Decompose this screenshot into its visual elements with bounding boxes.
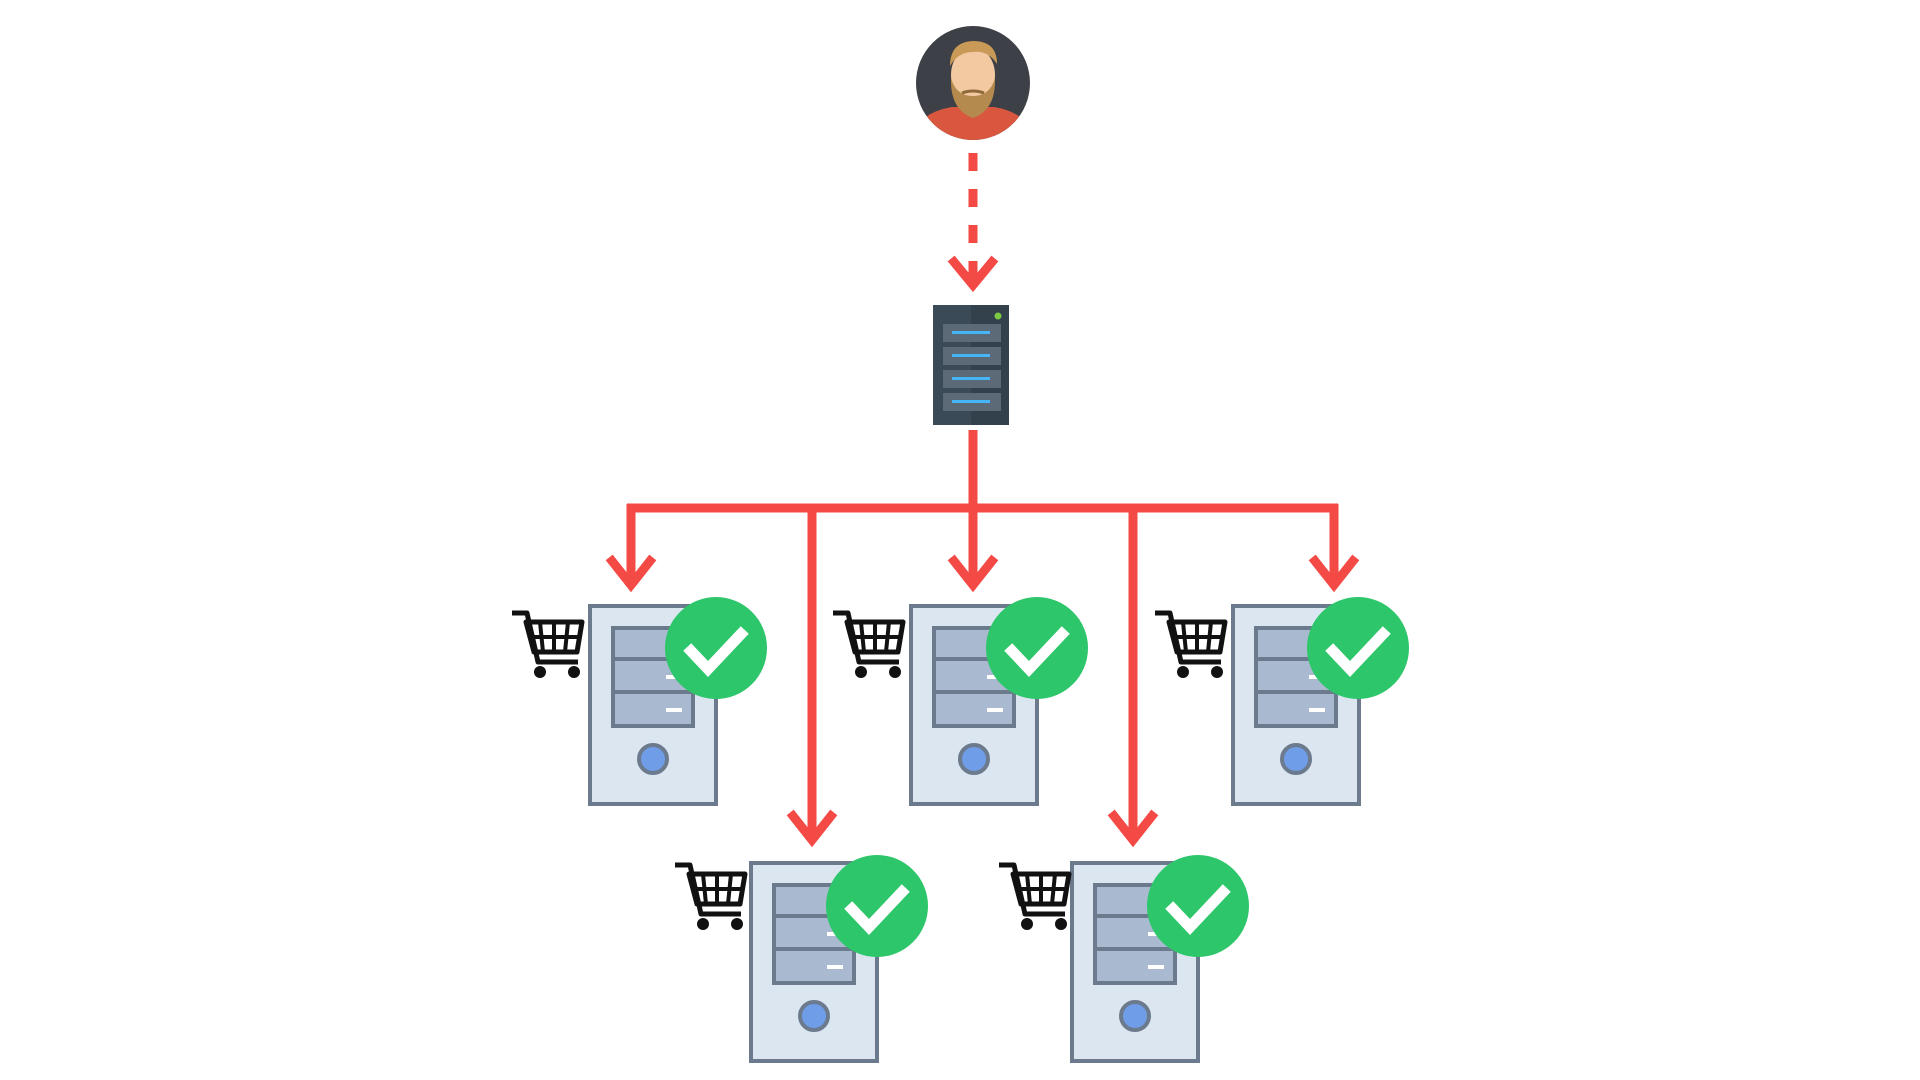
connection-lines (605, 153, 1360, 848)
arrowhead-server-3 (1308, 554, 1360, 593)
shopping-cart-icon (512, 613, 582, 678)
shopping-cart-icon (675, 865, 745, 930)
checkmark-icon (1307, 597, 1409, 699)
arrowhead-server-4 (786, 809, 838, 848)
status-light (994, 312, 1002, 320)
shopping-cart-icon (833, 613, 903, 678)
shopping-cart-icon (999, 865, 1069, 930)
user-avatar-icon (916, 26, 1030, 140)
arrowhead-server-1 (605, 554, 657, 593)
checkmark-icon (1147, 855, 1249, 957)
rack-server-icon (933, 305, 1009, 425)
arrowhead-server-5 (1107, 809, 1159, 848)
checkmark-icon (665, 597, 767, 699)
shopping-cart-icon (1155, 613, 1225, 678)
arrowhead-balancer (947, 255, 999, 293)
checkmark-icon (826, 855, 928, 957)
checkmark-icon (986, 597, 1088, 699)
arrowhead-server-2 (947, 554, 999, 593)
